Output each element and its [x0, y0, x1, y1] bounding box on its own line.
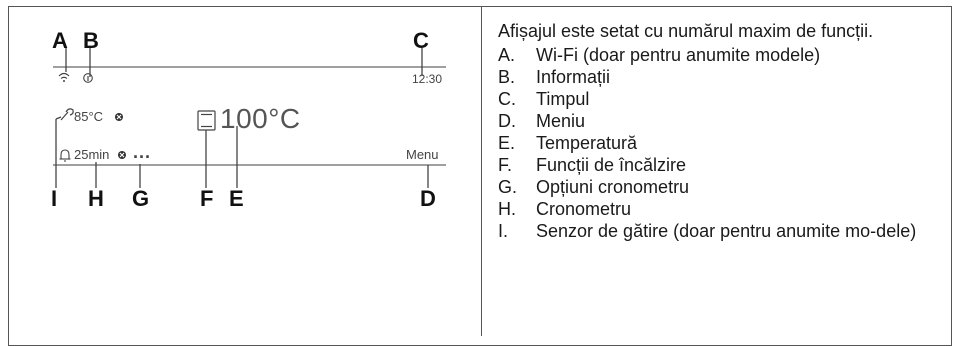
legend-item: E. Temperatură	[498, 132, 953, 154]
menu-label: Menu	[406, 147, 439, 162]
callout-e: E	[229, 186, 244, 211]
legend-item: D. Meniu	[498, 110, 953, 132]
display-diagram: A B C I H G F E D 12:30 85°C 100°C 25min…	[8, 6, 481, 329]
callout-f: F	[200, 186, 214, 211]
legend-key: D.	[498, 111, 516, 131]
callout-c: C	[413, 28, 429, 53]
callout-g: G	[132, 186, 150, 211]
callout-i: I	[51, 186, 58, 211]
legend-item: H. Cronometru	[498, 198, 953, 220]
food-probe-icon	[60, 108, 74, 121]
bell-icon	[59, 149, 71, 162]
legend-item: F. Funcții de încălzire	[498, 154, 953, 176]
legend-text: Wi-Fi (doar pentru anumite modele)	[536, 45, 821, 65]
legend-item: C. Timpul	[498, 88, 953, 110]
legend-text: Cronometru	[536, 199, 632, 219]
probe-cancel-icon	[115, 113, 123, 121]
legend-key: E.	[498, 133, 516, 153]
callout-b: B	[83, 28, 99, 53]
legend-text: Timpul	[536, 89, 590, 109]
legend-text: Funcții de încălzire	[536, 155, 687, 175]
callout-h: H	[88, 186, 104, 211]
legend-text: Meniu	[536, 111, 586, 131]
legend-key: B.	[498, 67, 516, 87]
timer-cancel-icon	[118, 151, 126, 159]
heating-function-icon	[197, 110, 216, 131]
legend-list: A. Wi-Fi (doar pentru anumite modele) B. I…	[498, 44, 953, 242]
timer-value: 25min	[74, 147, 110, 162]
legend: Afișajul este setat cu numărul maxim de …	[498, 20, 953, 242]
timer-options: ...	[133, 142, 152, 162]
clock-time: 12:30	[412, 72, 443, 86]
legend-item: B. Informații	[498, 66, 953, 88]
legend-text: Senzor de gătire (doar pentru anumite mo…	[536, 221, 917, 241]
legend-key: H.	[498, 199, 516, 219]
legend-heading: Afișajul este setat cu numărul maxim de …	[498, 21, 874, 41]
legend-key: C.	[498, 89, 516, 109]
callout-d: D	[420, 186, 436, 211]
legend-key: A.	[498, 45, 516, 65]
info-icon	[83, 73, 93, 83]
display-diagram-lines	[53, 48, 446, 188]
legend-text: Temperatură	[536, 133, 638, 153]
legend-item: I. Senzor de gătire (doar pentru anumite …	[498, 220, 953, 242]
callout-a: A	[52, 28, 68, 53]
legend-item: A. Wi-Fi (doar pentru anumite modele)	[498, 44, 953, 66]
probe-temperature: 85°C	[74, 109, 104, 124]
legend-item: G. Opțiuni cronometru	[498, 176, 953, 198]
legend-key: F.	[498, 155, 513, 175]
legend-key: G.	[498, 177, 518, 197]
wifi-icon	[58, 72, 70, 82]
column-divider	[481, 6, 482, 336]
legend-text: Opțiuni cronometru	[536, 177, 690, 197]
oven-temperature: 100°C	[220, 103, 301, 134]
legend-text: Informații	[536, 67, 611, 87]
legend-key: I.	[498, 221, 509, 241]
